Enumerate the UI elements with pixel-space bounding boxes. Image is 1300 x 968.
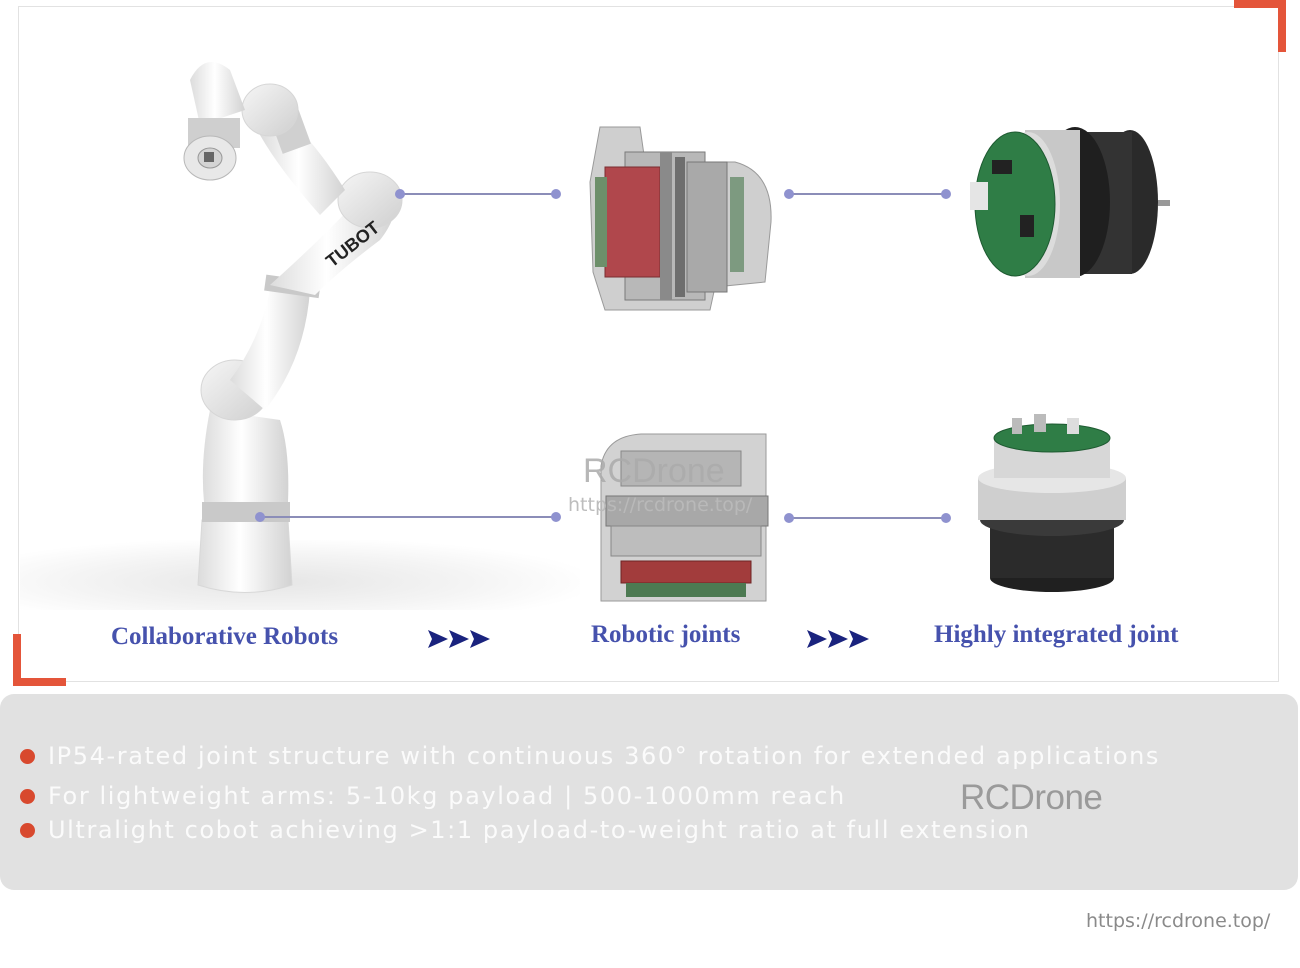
- feature-text: IP54-rated joint structure with continuo…: [48, 742, 1161, 770]
- connector-dot: [395, 189, 405, 199]
- watermark-url: https://rcdrone.top/: [568, 494, 753, 516]
- footer-url: https://rcdrone.top/: [1086, 910, 1271, 932]
- connector-cobot-to-joint-bottom: [260, 516, 556, 518]
- collaborative-robot-image: TUBOT: [183, 62, 403, 593]
- watermark-brand: RCDrone: [583, 452, 725, 490]
- connector-dot: [941, 513, 951, 523]
- floor-shadow: [20, 540, 580, 610]
- bullet-icon: [20, 822, 35, 838]
- watermark-panel-brand: RCDrone: [960, 778, 1103, 817]
- stage-label-robotic-joints: Robotic joints: [591, 621, 741, 648]
- robotic-joint-cutaway-image: [589, 126, 772, 311]
- connector-dot: [941, 189, 951, 199]
- bullet-icon: [20, 788, 35, 804]
- connector-dot: [784, 513, 794, 523]
- feature-text: Ultralight cobot achieving >1:1 payload-…: [48, 816, 1031, 844]
- bullet-icon: [20, 748, 35, 764]
- integrated-joint-module-image: [970, 127, 1170, 278]
- connector-cobot-to-joint-top: [400, 193, 556, 195]
- connector-dot: [551, 512, 561, 522]
- connector-dot: [255, 512, 265, 522]
- features-panel: [0, 694, 1298, 890]
- triple-right-arrow-icon: [428, 630, 492, 648]
- feature-item: Ultralight cobot achieving >1:1 payload-…: [20, 816, 1031, 844]
- triple-right-arrow-icon: [807, 630, 871, 648]
- corner-accent-top-right: [1234, 0, 1286, 52]
- connector-dot: [784, 189, 794, 199]
- connector-joint-to-module-top: [789, 193, 946, 195]
- robotic-joint-section-image: [600, 433, 769, 602]
- feature-item: IP54-rated joint structure with continuo…: [20, 742, 1160, 770]
- stage-label-highly-integrated-joint: Highly integrated joint: [934, 621, 1179, 648]
- feature-item: For lightweight arms: 5-10kg payload | 5…: [20, 782, 846, 810]
- connector-joint-to-module-bottom: [789, 517, 946, 519]
- feature-text: For lightweight arms: 5-10kg payload | 5…: [48, 782, 846, 810]
- connector-dot: [551, 189, 561, 199]
- integrated-joint-module-alt-image: [978, 414, 1126, 592]
- corner-accent-bottom-left: [13, 634, 66, 686]
- stage-label-collaborative-robots: Collaborative Robots: [111, 623, 339, 650]
